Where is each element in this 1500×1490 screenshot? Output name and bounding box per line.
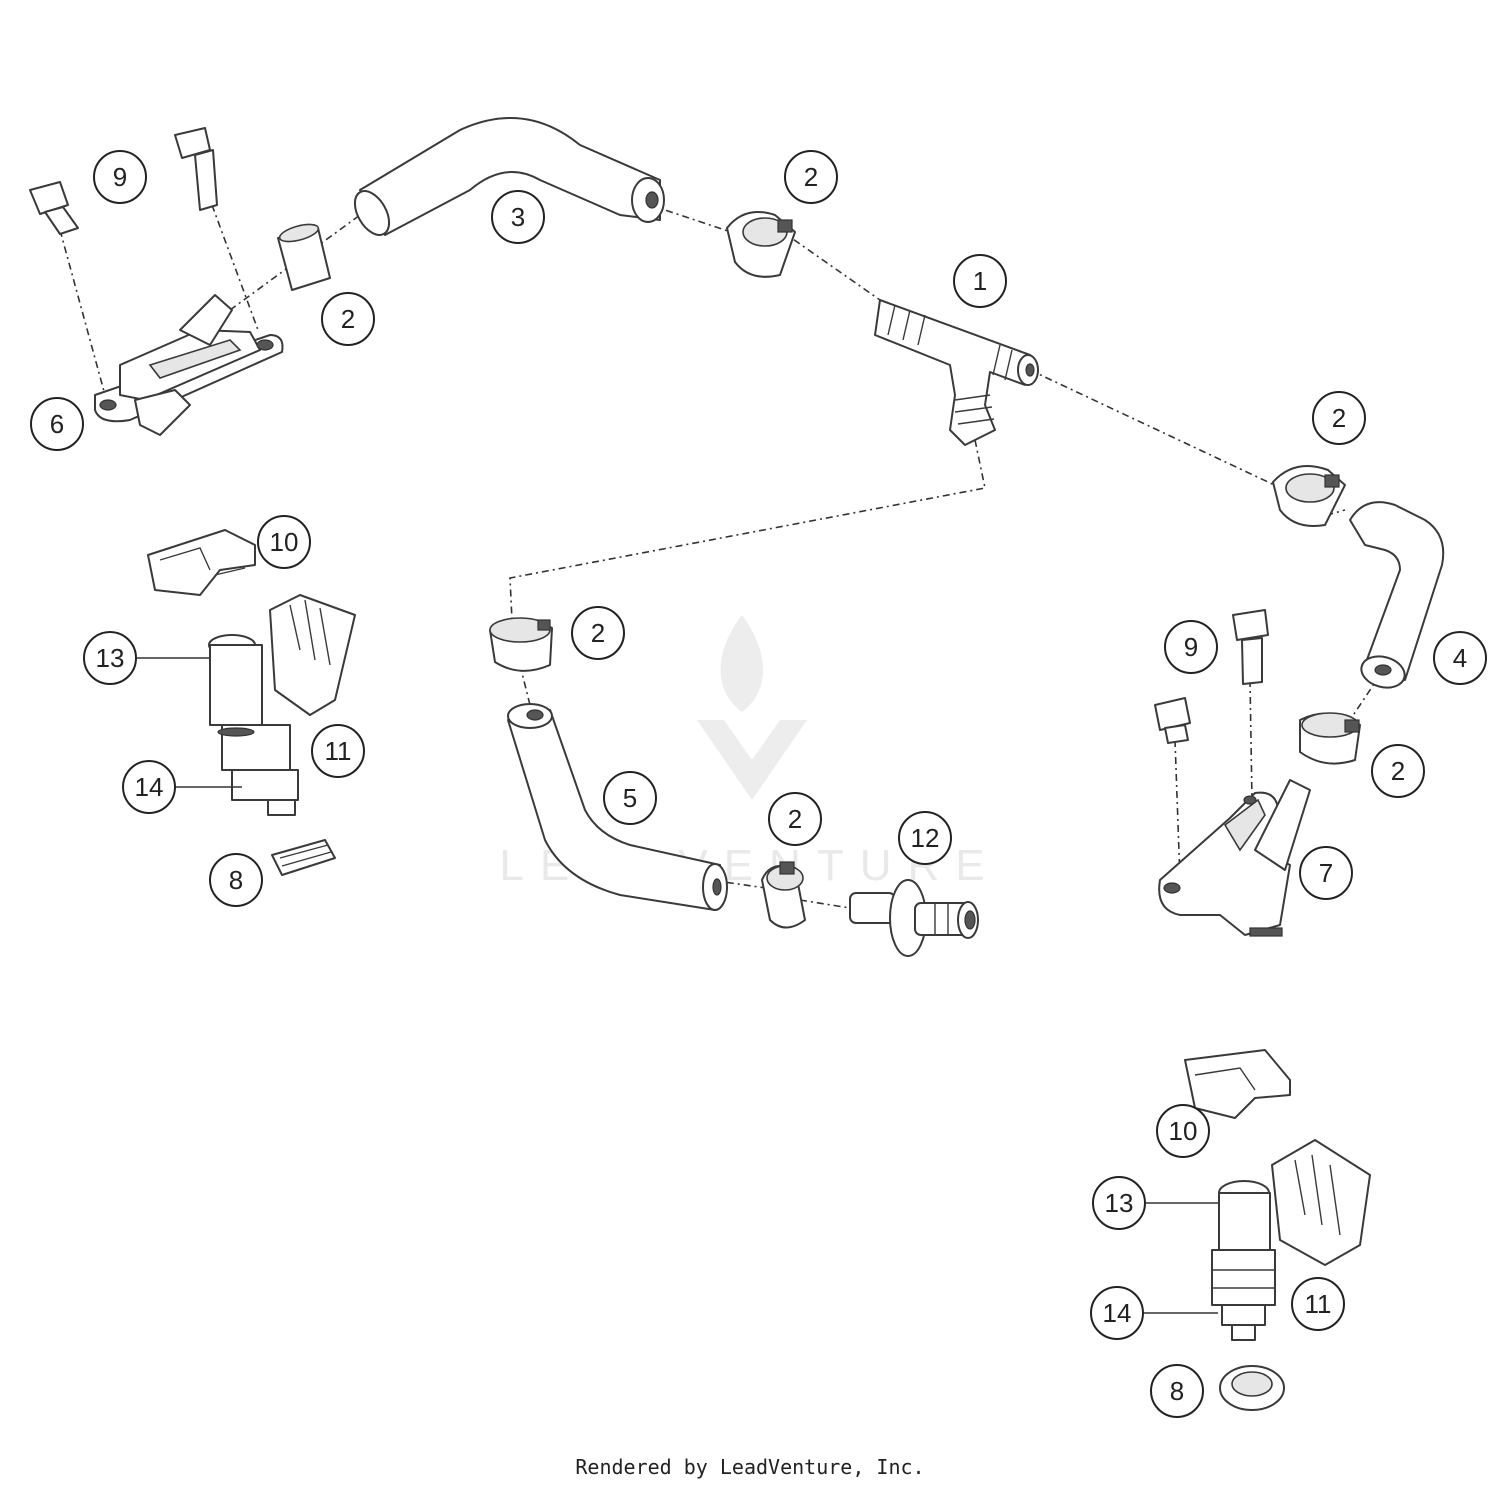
callout-10: 10 <box>257 515 311 569</box>
svg-text:2: 2 <box>804 162 818 192</box>
svg-text:1: 1 <box>973 266 987 296</box>
callout-11: 11 <box>1291 1277 1345 1331</box>
footer-credit: Rendered by LeadVenture, Inc. <box>575 1455 925 1479</box>
callout-13: 13 <box>83 631 137 685</box>
t-fitting-1 <box>874 299 1039 446</box>
svg-text:2: 2 <box>1332 403 1346 433</box>
bolts-9-right <box>1154 609 1269 744</box>
svg-text:2: 2 <box>341 304 355 334</box>
bolt <box>174 127 218 211</box>
clip-10-left <box>147 529 256 596</box>
callout-8: 8 <box>1150 1364 1204 1418</box>
callout-6: 6 <box>30 397 84 451</box>
injector-left <box>208 594 356 816</box>
svg-text:6: 6 <box>50 409 64 439</box>
svg-text:10: 10 <box>1169 1116 1198 1146</box>
svg-text:8: 8 <box>229 865 243 895</box>
clamps-2 <box>277 211 1361 929</box>
svg-text:10: 10 <box>270 527 299 557</box>
callout-2: 2 <box>1371 744 1425 798</box>
svg-text:7: 7 <box>1319 858 1333 888</box>
clamp <box>761 861 806 929</box>
bolt <box>29 181 79 235</box>
bolt <box>1154 697 1191 744</box>
clip-10-right <box>1184 1049 1291 1119</box>
svg-text:2: 2 <box>788 804 802 834</box>
svg-text:2: 2 <box>591 618 605 648</box>
callout-9: 9 <box>1164 620 1218 674</box>
callout-7: 7 <box>1299 846 1353 900</box>
callout-5: 5 <box>603 771 657 825</box>
hose-4 <box>1349 501 1445 689</box>
clamp <box>726 211 796 278</box>
svg-text:8: 8 <box>1170 1376 1184 1406</box>
clamp <box>277 223 331 291</box>
assembly-lines <box>59 204 1381 909</box>
leader-lines <box>137 657 1219 1314</box>
callout-13: 13 <box>1092 1176 1146 1230</box>
svg-text:12: 12 <box>911 823 940 853</box>
callout-11: 11 <box>311 724 365 778</box>
hose-3 <box>353 117 665 236</box>
callout-9: 9 <box>93 150 147 204</box>
fitting-12 <box>849 879 979 957</box>
callout-14: 14 <box>122 760 176 814</box>
svg-text:13: 13 <box>96 643 125 673</box>
oring-8-right <box>1219 1365 1285 1411</box>
clamp <box>489 617 553 672</box>
callout-4: 4 <box>1433 631 1487 685</box>
oring-8-left <box>271 839 336 876</box>
callout-2: 2 <box>784 150 838 204</box>
svg-text:11: 11 <box>1305 1289 1332 1319</box>
callout-10: 10 <box>1156 1104 1210 1158</box>
callout-2: 2 <box>1312 391 1366 445</box>
callout-2: 2 <box>321 292 375 346</box>
callout-3: 3 <box>491 190 545 244</box>
sensor-7 <box>1158 779 1311 937</box>
svg-text:14: 14 <box>1103 1298 1132 1328</box>
callout-14: 14 <box>1090 1286 1144 1340</box>
callout-12: 12 <box>898 811 952 865</box>
injector-right <box>1211 1139 1371 1341</box>
svg-text:11: 11 <box>325 736 352 766</box>
svg-text:9: 9 <box>113 162 127 192</box>
callout-2: 2 <box>768 792 822 846</box>
bolts-9-left <box>29 127 218 235</box>
svg-text:4: 4 <box>1453 643 1467 673</box>
callout-8: 8 <box>209 853 263 907</box>
clamp <box>1299 712 1361 765</box>
svg-text:14: 14 <box>135 772 164 802</box>
callouts: 1 2 2 2 2 2 2 3 4 5 6 7 8 8 9 9 10 10 11… <box>30 150 1487 1418</box>
svg-text:9: 9 <box>1184 632 1198 662</box>
svg-text:5: 5 <box>623 783 637 813</box>
svg-text:2: 2 <box>1391 756 1405 786</box>
sensor-6 <box>94 294 284 436</box>
svg-text:13: 13 <box>1105 1188 1134 1218</box>
bolt <box>1232 609 1269 685</box>
hose-5 <box>507 703 728 911</box>
svg-text:3: 3 <box>511 202 525 232</box>
callout-2: 2 <box>571 606 625 660</box>
callout-1: 1 <box>953 254 1007 308</box>
clamp <box>1272 465 1346 527</box>
